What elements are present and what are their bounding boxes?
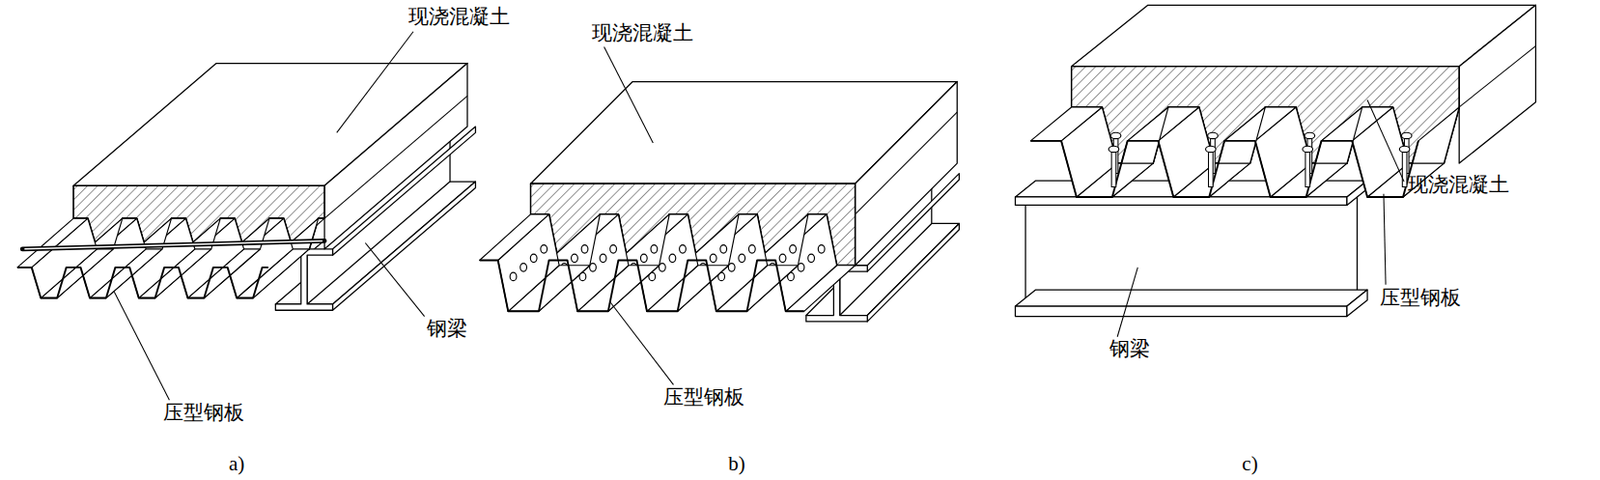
embossment [748,245,756,253]
leader-group [113,31,1404,400]
embossment [540,245,548,253]
leader-line [604,47,654,143]
deck-front-edge [1030,140,1419,197]
beam-flange [1347,289,1368,316]
leader-line [336,31,414,134]
shear-stud [1208,149,1214,187]
part-label: 钢梁 [426,318,468,341]
stud-head [1206,145,1217,152]
beam-flange [1014,289,1368,307]
part-label: 现浇混凝土 [408,5,510,29]
deck-front-edge [17,267,269,299]
embossment [658,263,666,272]
embossment [650,245,658,253]
stud-head [1108,145,1120,152]
leader-line [113,291,169,400]
deck-edge-line [1459,46,1536,108]
embossment [679,245,687,253]
shear-stud [1402,149,1407,187]
figure-a [17,63,476,311]
deck-strip [479,214,550,261]
concrete-side-face [855,82,958,266]
embossment [779,253,786,262]
deck-edge-line [855,112,958,215]
beam-flange [1014,196,1347,205]
stud-head [1401,132,1412,139]
figure-c [1014,4,1536,316]
subfigure-label: b) [728,452,746,476]
embossment [709,253,717,262]
embossment [738,253,746,262]
stud-head [1304,132,1316,139]
stud-head [1399,145,1410,152]
subfigure-label: c) [1241,452,1258,476]
part-label: 压型钢板 [163,401,245,424]
figure-group [17,4,1536,400]
concrete-top-face [1071,4,1537,66]
embossment [509,272,517,281]
embossment [599,253,607,262]
part-label: 压型钢板 [663,387,745,410]
rebar-highlight [24,240,323,249]
embossment [571,253,579,262]
deck-strip [17,218,88,268]
embossment [817,245,825,253]
embossment [720,245,728,253]
part-label: 压型钢板 [1379,286,1461,309]
shear-stud [1305,149,1311,187]
embossment [728,263,735,272]
part-label: 钢梁 [1109,338,1151,362]
embossment [589,263,597,272]
embossment [610,245,618,253]
stud-head [1207,132,1219,139]
embossment [789,245,797,253]
rebar [22,240,325,249]
embossment [669,253,676,262]
concrete-side-face [324,63,468,250]
subfigure-label: a) [228,452,245,476]
part-label: 现浇混凝土 [1407,174,1510,197]
leader-line [1367,100,1404,183]
deck-strip [1030,107,1102,141]
deck-edge-line [324,95,468,219]
embossment [530,253,537,262]
embossment [808,253,815,262]
embossment [640,253,647,262]
stud-head [1110,132,1122,139]
leader-line [1117,267,1138,337]
concrete-side-face [1459,4,1536,164]
beam-flange [1014,306,1347,317]
leader-line [610,302,674,386]
leader-line [364,243,424,317]
figure-b [479,82,960,322]
stud-head [1302,145,1314,152]
embossment [581,245,589,253]
shear-stud [1111,149,1117,187]
embossment [797,263,805,272]
deck-front-edge [479,259,805,311]
part-label: 现浇混凝土 [591,22,694,45]
leader-line [1383,194,1386,285]
embossment [520,263,528,272]
